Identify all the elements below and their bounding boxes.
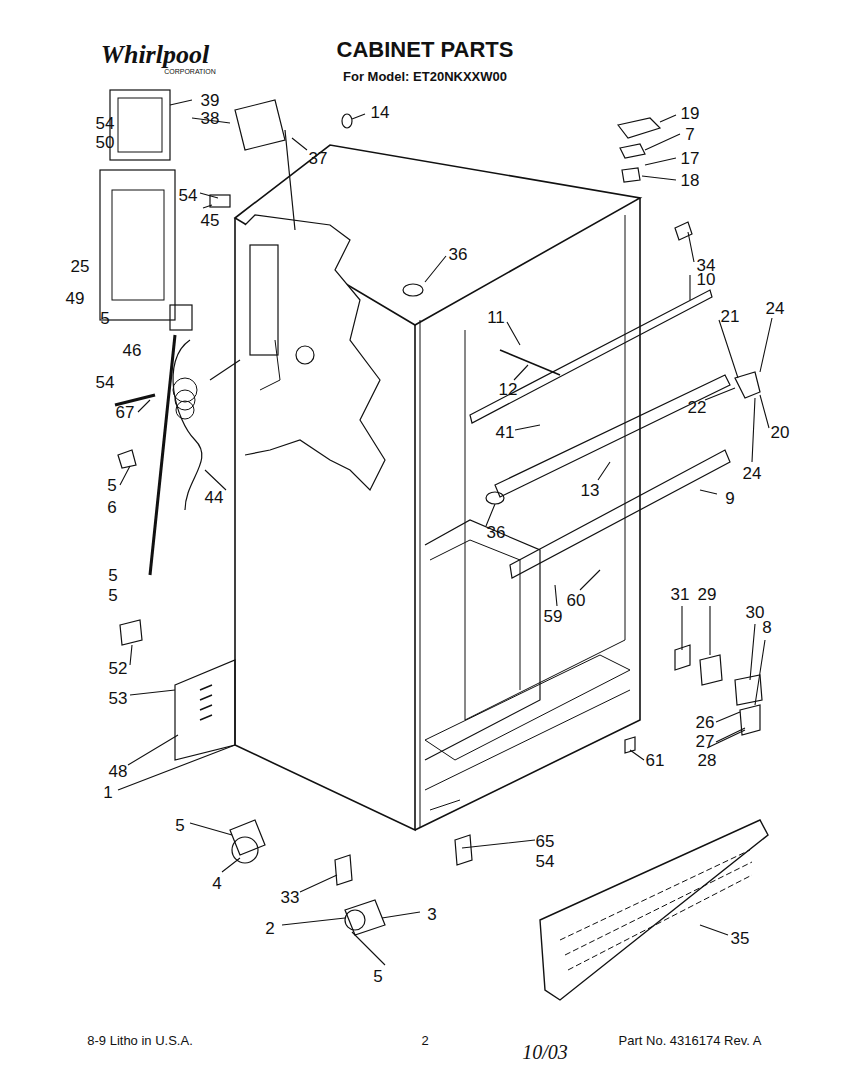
callout-number: 29 [698, 586, 717, 603]
model-line: For Model: ET20NKXXW00 [343, 70, 507, 83]
footer-text: Part No. 4316174 Rev. A [619, 1034, 762, 1047]
brand-subtitle: CORPORATION [164, 68, 216, 75]
callout-number: 50 [96, 134, 115, 151]
callout-number: 46 [123, 342, 142, 359]
callout-number: 3 [427, 906, 436, 923]
brand-logo: Whirlpool [101, 42, 209, 68]
page-title: CABINET PARTS [337, 39, 514, 61]
callout-number: 53 [109, 690, 128, 707]
callout-number: 54 [179, 187, 198, 204]
callout-number: 30 [746, 604, 765, 621]
callout-number: 28 [698, 752, 717, 769]
callout-number: 22 [688, 399, 707, 416]
callout-number: 4 [212, 875, 221, 892]
callout-number: 5 [373, 968, 382, 985]
callout-number: 9 [725, 490, 734, 507]
callout-number: 5 [108, 567, 117, 584]
callout-number: 54 [96, 115, 115, 132]
callout-number: 11 [487, 309, 505, 326]
handwritten-date: 10/03 [522, 1042, 568, 1062]
callout-number: 20 [771, 424, 790, 441]
callout-number: 36 [449, 246, 468, 263]
callout-number: 24 [743, 465, 762, 482]
callout-number: 10 [697, 271, 716, 288]
callout-number: 65 [536, 833, 555, 850]
callout-number: 19 [681, 105, 700, 122]
callout-number: 35 [731, 930, 750, 947]
callout-number: 26 [696, 714, 715, 731]
callout-number: 54 [96, 374, 115, 391]
callout-number: 60 [567, 592, 586, 609]
callout-number: 33 [281, 889, 300, 906]
callout-number: 44 [205, 489, 224, 506]
callout-number: 36 [487, 524, 506, 541]
callout-number: 48 [109, 763, 128, 780]
callout-number: 37 [309, 150, 328, 167]
callout-number: 52 [109, 660, 128, 677]
callout-number: 7 [685, 126, 694, 143]
callout-number: 5 [175, 817, 184, 834]
callout-number: 14 [371, 104, 390, 121]
callout-number: 17 [681, 150, 700, 167]
callout-number: 39 [201, 92, 220, 109]
callout-number: 61 [646, 752, 665, 769]
callout-number: 59 [544, 608, 563, 625]
callout-number: 21 [721, 308, 740, 325]
callout-number: 41 [496, 424, 515, 441]
callout-number: 24 [766, 300, 785, 317]
footer-text: 2 [421, 1034, 428, 1047]
callout-number: 18 [681, 172, 700, 189]
callout-number: 38 [201, 110, 220, 127]
callout-number: 31 [671, 586, 690, 603]
callout-number: 67 [116, 404, 135, 421]
callout-number: 25 [71, 258, 90, 275]
callout-number: 27 [696, 733, 715, 750]
callout-number: 6 [107, 499, 116, 516]
callout-number: 2 [265, 920, 274, 937]
callout-number: 5 [108, 587, 117, 604]
callout-number: 13 [581, 482, 600, 499]
callout-number: 12 [499, 381, 518, 398]
callout-number: 49 [66, 290, 85, 307]
callout-number: 1 [103, 784, 112, 801]
callout-number: 8 [762, 619, 771, 636]
callout-number: 5 [107, 477, 116, 494]
callout-number: 45 [201, 212, 220, 229]
callout-number: 5 [100, 310, 109, 327]
footer-text: 8-9 Litho in U.S.A. [87, 1034, 193, 1047]
callout-number: 54 [536, 853, 555, 870]
